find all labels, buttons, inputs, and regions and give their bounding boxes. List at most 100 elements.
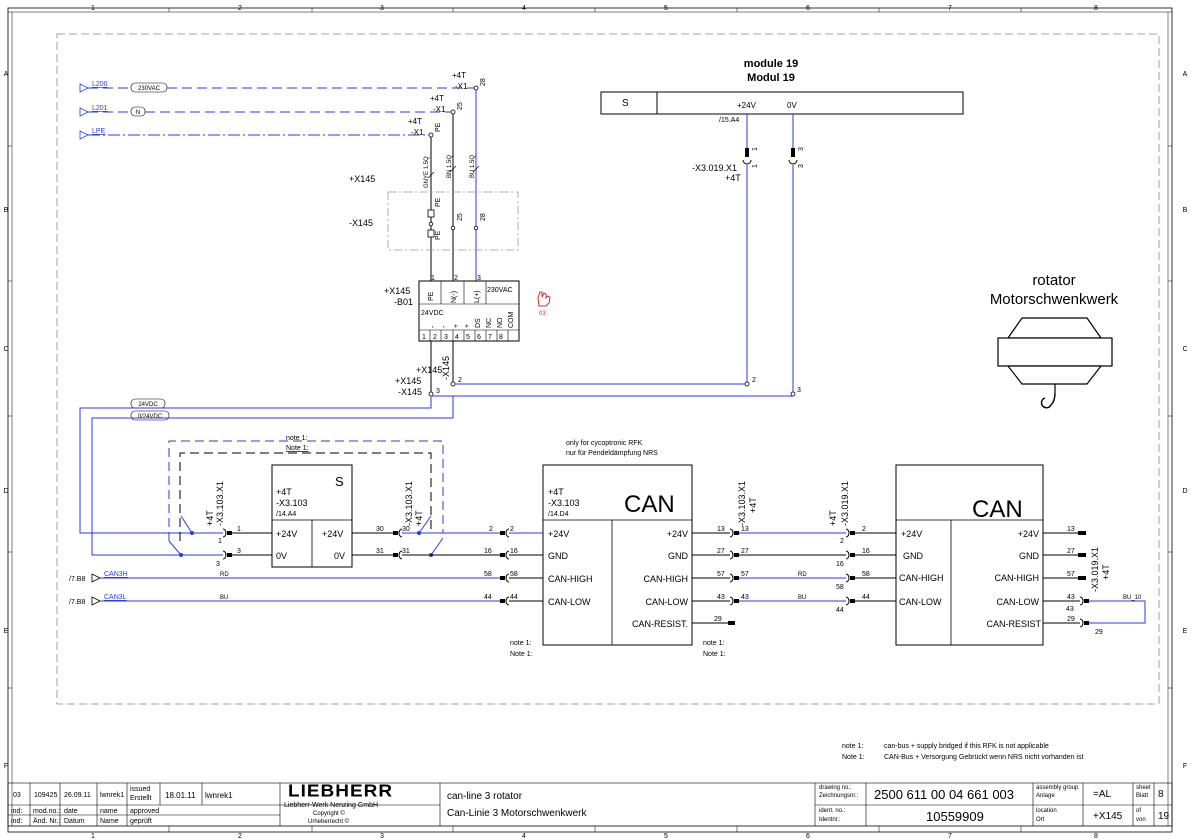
issued-label: issued xyxy=(130,786,151,793)
psu-out-number: 5 xyxy=(466,334,470,341)
issued-label-de: Erstellt xyxy=(130,795,152,802)
wire-color: BU_10 xyxy=(1123,595,1142,601)
can1-ref: -X3.103 xyxy=(548,498,580,508)
terminal-number: 43 xyxy=(1067,594,1075,601)
rev-index: 03 xyxy=(13,792,21,799)
issued-name: lwnrek1 xyxy=(205,791,233,800)
terminal-number: 1 xyxy=(237,526,241,533)
terminal-number: 1 xyxy=(752,147,759,151)
plug-ref: -X145 xyxy=(349,218,373,228)
of-label-de: von xyxy=(1136,817,1146,823)
x3019-device: +4T xyxy=(725,173,741,183)
hand-pointer-icon[interactable]: 03 xyxy=(537,291,551,317)
module19-title: module 19 xyxy=(744,58,798,70)
module19-pin: +24V xyxy=(737,101,757,110)
psu-out-label: + xyxy=(464,324,471,328)
drawing-number: 2500 611 00 04 661 003 xyxy=(874,787,1015,802)
supply-l200-label[interactable]: L200 xyxy=(92,81,108,88)
x3103-left-ref: -X3.103.X1 xyxy=(215,481,225,526)
supply-lpe-label[interactable]: LPE xyxy=(92,128,106,135)
terminal-number: 1 xyxy=(218,538,222,545)
row-label: C xyxy=(3,346,8,353)
plug-outline xyxy=(387,191,519,251)
module-s-ref: -X3.103 xyxy=(276,498,308,508)
wire-color: RD xyxy=(220,572,229,578)
issued-date: 18.01.11 xyxy=(165,791,196,800)
module-s-title: S xyxy=(335,474,344,489)
cable-label: BU 1.5Q xyxy=(470,155,476,178)
can1-left-pin: +24V xyxy=(548,529,569,539)
column-label: 8 xyxy=(1094,833,1098,840)
modno-label: mod.no.: xyxy=(33,808,61,815)
can-info: only for cycoptronic RFK xyxy=(566,440,643,447)
row-label: A xyxy=(1183,71,1188,78)
column-label: 7 xyxy=(948,5,952,12)
x3019-mid-device: +4T xyxy=(828,510,838,526)
plug-pin: 25 xyxy=(457,213,464,221)
copyright-label-de: Urheberrecht © xyxy=(308,819,350,825)
can2-right-pin: CAN-HIGH xyxy=(995,573,1040,583)
x1-device: +4T xyxy=(452,71,466,80)
plug-pe: PE xyxy=(435,197,442,207)
psu-out-label: - xyxy=(430,325,437,328)
can1-left-pin: CAN-HIGH xyxy=(548,574,593,584)
module19-title-de: Modul 19 xyxy=(747,72,795,84)
can1-right-pin: CAN-LOW xyxy=(646,597,689,607)
column-label: 7 xyxy=(948,833,952,840)
terminal-number: 58 xyxy=(510,571,518,578)
can3h-label[interactable]: CAN3H xyxy=(104,571,128,578)
assembly-label-de: Anlage xyxy=(1036,793,1055,799)
plug-pe: PE xyxy=(435,230,442,240)
can-info-de: nur für Pendeldämpfung NRS xyxy=(566,450,658,457)
terminal-number: 3 xyxy=(798,147,805,151)
can2-right-pin: +24V xyxy=(1018,529,1039,539)
terminal-number: 30 xyxy=(402,526,410,533)
terminal-number: 3 xyxy=(436,388,440,395)
row-label: B xyxy=(4,207,9,214)
psu-out-number: 1 xyxy=(422,334,426,341)
terminal-number: 2 xyxy=(862,526,866,533)
terminal-number: 2 xyxy=(752,377,756,384)
date-label: date xyxy=(64,808,78,815)
module19-ref: /15.A4 xyxy=(719,117,739,124)
psu-mark[interactable]: 03 xyxy=(539,311,546,317)
module-s-device: +4T xyxy=(276,487,292,497)
can-module-2 xyxy=(895,464,1044,646)
psu-in-label: N(-) xyxy=(451,291,458,303)
can1-right-pin: CAN-RESIST. xyxy=(632,619,688,629)
terminal-number: 27 xyxy=(717,548,725,555)
can-in-ref[interactable]: /7.B8 xyxy=(69,599,85,606)
terminal-number: 43 xyxy=(1066,606,1074,613)
ident-no-label: ident. no.: xyxy=(819,808,846,814)
power-supply-module xyxy=(418,280,520,342)
ident-no-label-de: Identnr.: xyxy=(819,817,841,823)
voltage-tag-text: 230VAC xyxy=(138,86,161,92)
can-module-1 xyxy=(542,464,693,646)
terminal-number: PE xyxy=(435,122,442,132)
terminal-number: 29 xyxy=(714,616,722,623)
assembly-value: =AL xyxy=(1093,789,1112,800)
row-label: E xyxy=(1183,628,1188,635)
terminal-number: 3 xyxy=(216,561,220,568)
wire-color: BU xyxy=(798,595,806,601)
can1-right-pin: GND xyxy=(668,551,689,561)
copyright-label: Copyright © xyxy=(313,811,345,817)
terminal-number: 25 xyxy=(457,102,464,110)
cable-label: BN 1.5Q xyxy=(447,155,453,178)
module-s-pin: 0V xyxy=(276,551,287,561)
can-in-ref[interactable]: /7.B8 xyxy=(69,576,85,583)
can2-title: CAN xyxy=(972,496,1023,523)
sheet-label-de: Blatt xyxy=(1136,793,1149,799)
bracket-note-de: Note 1: xyxy=(286,445,309,452)
sheet-number: 8 xyxy=(1158,789,1164,800)
terminal-number: 3 xyxy=(797,387,801,394)
can1-title: CAN xyxy=(624,491,675,518)
terminal-number: 31 xyxy=(402,548,410,555)
supply-l201-label[interactable]: L201 xyxy=(92,105,108,112)
can3l-label[interactable]: CAN3L xyxy=(104,594,127,601)
rotator-title: rotator xyxy=(1032,272,1075,289)
terminal-number: 29 xyxy=(1095,629,1103,636)
location-label: location xyxy=(1036,808,1057,814)
